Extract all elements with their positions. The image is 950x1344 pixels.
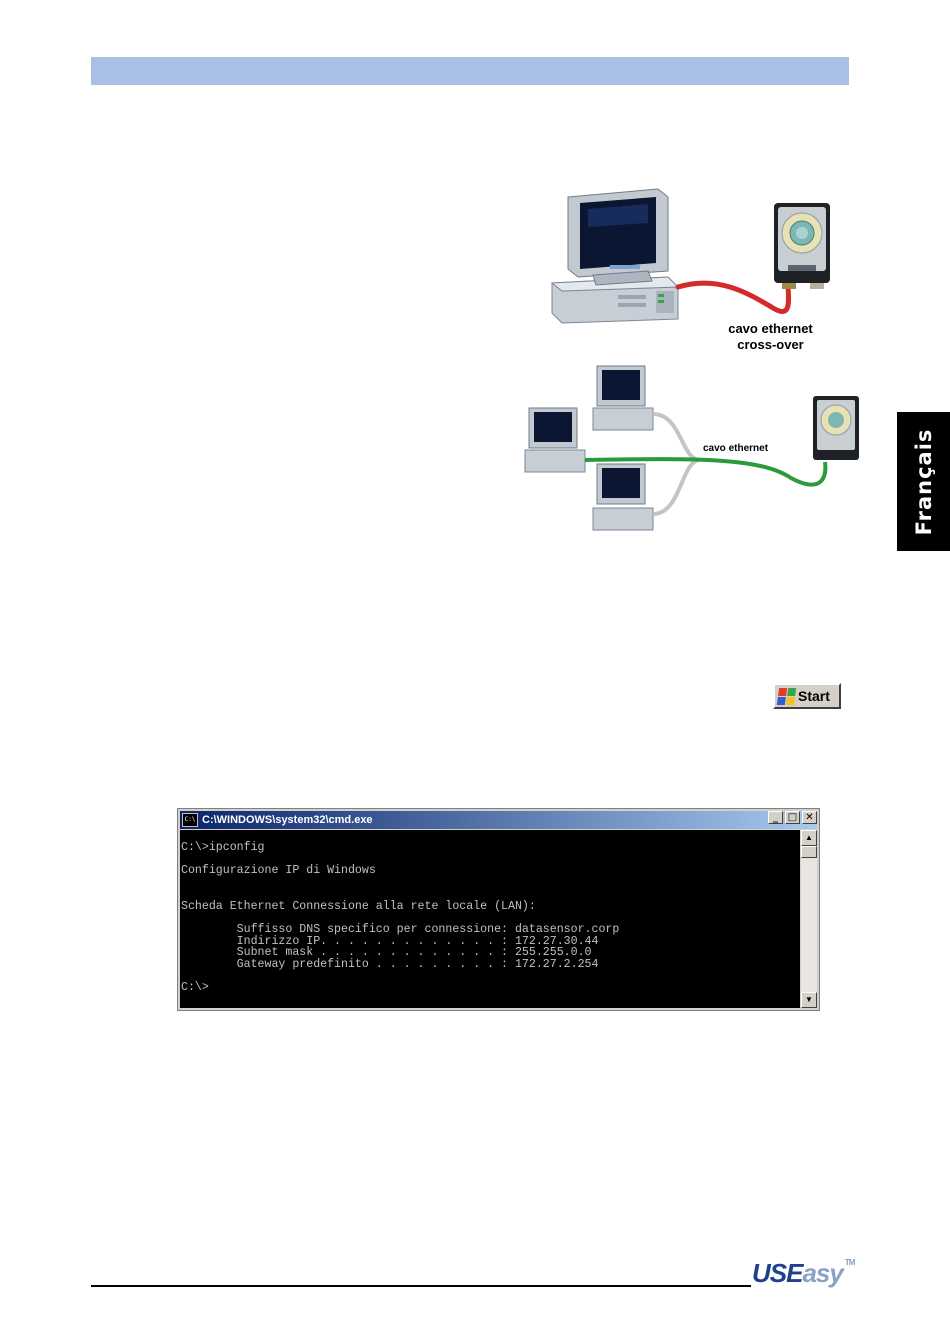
direct-connection-illustration: [550, 188, 830, 324]
footer-rule: [91, 1285, 751, 1287]
minimize-button[interactable]: _: [768, 811, 783, 824]
network-pc-left-icon: [524, 407, 586, 473]
crossover-cable-label: cavo ethernet cross-over: [728, 321, 813, 352]
language-tab-label: Français: [911, 428, 936, 535]
maximize-button[interactable]: □: [785, 811, 800, 824]
desktop-computer-icon: [550, 188, 680, 324]
ethernet-cable-label: cavo ethernet: [703, 443, 769, 454]
start-button[interactable]: Start: [773, 683, 841, 709]
vertical-scrollbar[interactable]: ▲ ▼: [801, 830, 817, 1008]
language-tab: Français: [897, 412, 950, 551]
cmd-app-icon: C:\: [182, 813, 198, 827]
cmd-console[interactable]: C:\>ipconfig Configurazione IP di Window…: [180, 830, 800, 1008]
network-pc-bottom-icon: [592, 463, 654, 531]
network-pc-top-icon: [592, 365, 654, 431]
cmd-window: C:\ C:\WINDOWS\system32\cmd.exe _ □ ✕ C:…: [177, 808, 820, 1011]
scroll-up-arrow-icon[interactable]: ▲: [801, 830, 817, 846]
window-controls: _ □ ✕: [768, 811, 817, 824]
close-button[interactable]: ✕: [802, 811, 817, 824]
start-button-label: Start: [798, 688, 830, 704]
network-connection-illustration: [524, 365, 859, 531]
scroll-thumb[interactable]: [801, 846, 817, 858]
cmd-window-title: C:\WINDOWS\system32\cmd.exe: [202, 814, 373, 826]
cmd-titlebar[interactable]: C:\ C:\WINDOWS\system32\cmd.exe: [180, 811, 817, 829]
windows-flag-icon: [776, 687, 797, 705]
scroll-down-arrow-icon[interactable]: ▼: [801, 992, 817, 1008]
header-bar: [91, 57, 849, 85]
smart-camera-icon: [774, 203, 830, 289]
cmd-output: C:\>ipconfig Configurazione IP di Window…: [181, 841, 620, 995]
network-camera-icon: [813, 396, 859, 460]
